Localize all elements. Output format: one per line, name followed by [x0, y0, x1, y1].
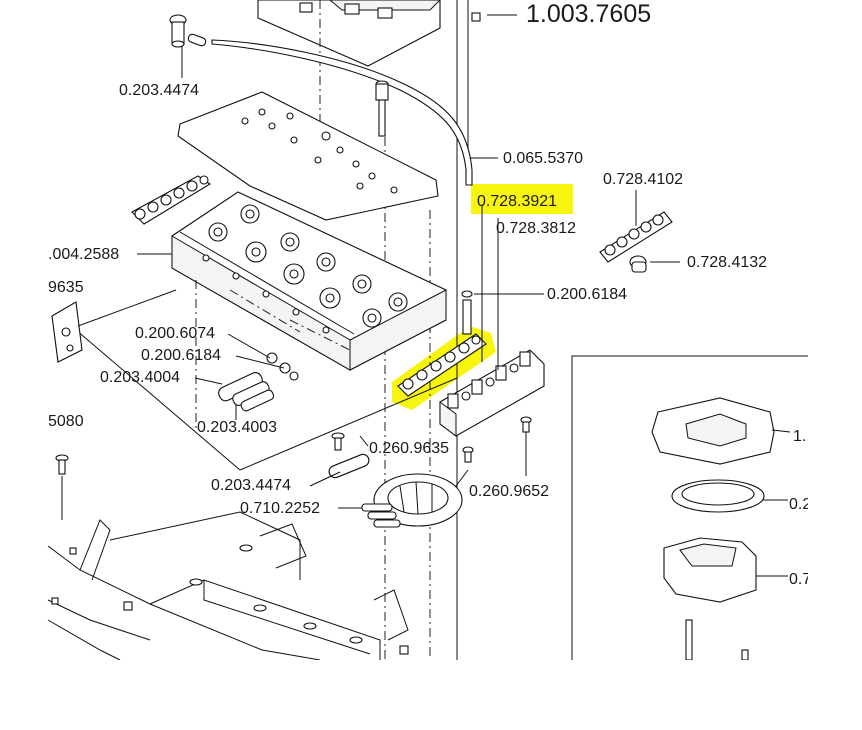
- callout-label: 0.2: [789, 496, 811, 513]
- bent-tube: [211, 39, 473, 186]
- leader-line: [194, 377, 223, 385]
- callout-label: 0.200.6184: [547, 286, 627, 303]
- leader-line: [455, 469, 469, 487]
- screw-1: [331, 432, 345, 451]
- callout-label: 0.200.6184: [141, 347, 221, 364]
- top-bolt: [169, 14, 187, 48]
- long-pin: [375, 80, 389, 137]
- main-valve-block: [171, 191, 447, 371]
- callout-label: 0.203.4004: [100, 369, 180, 386]
- callout-label: 0.065.5370: [503, 150, 583, 167]
- washer: [279, 362, 291, 374]
- slot-clip: [187, 33, 207, 47]
- leader-line: [309, 471, 341, 487]
- highlight-label-0.728.3921: [471, 184, 573, 214]
- gasket-plate-holes: [241, 108, 398, 194]
- callout-label: 1.: [793, 428, 806, 445]
- manifold-bar: [439, 349, 545, 437]
- screw-left: [55, 454, 69, 475]
- callout-label: 0.7: [789, 571, 811, 588]
- chassis-frame: [47, 511, 409, 661]
- callout-label: 9635: [48, 279, 84, 296]
- washer: [289, 371, 299, 381]
- callout-label: 0.260.9652: [469, 483, 549, 500]
- callout-label: 0.203.4474: [119, 82, 199, 99]
- callout-label: 0.728.3812: [496, 220, 576, 237]
- side-bracket: [51, 301, 83, 363]
- leader-line: [235, 355, 285, 369]
- leader-line: [771, 429, 791, 433]
- main-part-number: 1.003.7605: [526, 0, 651, 28]
- highlighted-seal-strip: [397, 333, 487, 397]
- round-connector: [361, 473, 463, 528]
- leader-line: [359, 435, 369, 447]
- slot-plate: [328, 453, 370, 479]
- screw-2: [462, 446, 474, 463]
- callout-label: 5080: [48, 413, 84, 430]
- frame-line: [239, 377, 458, 471]
- vertical-pin: [461, 290, 473, 335]
- callout-label: 0.710.2252: [240, 500, 320, 517]
- leader-line: [227, 333, 271, 359]
- frame-line: [61, 317, 241, 471]
- axis-line: [229, 289, 301, 333]
- callout-label: .004.2588: [48, 246, 119, 263]
- washer: [266, 352, 278, 364]
- gasket-plate: [177, 91, 439, 221]
- inset-detail-box: [571, 355, 808, 661]
- callout-label-highlighted: 0.728.3921: [477, 193, 557, 210]
- screw-3: [520, 416, 532, 433]
- page-right-blank: [808, 0, 862, 730]
- cylinder-pins: [218, 372, 275, 412]
- callout-label: 0.200.6074: [135, 325, 215, 342]
- square-marker-icon: [471, 12, 481, 22]
- leader-line: [77, 289, 177, 327]
- callout-label: 0.728.4132: [687, 254, 767, 271]
- callout-label: 0.728.4102: [603, 171, 683, 188]
- seal-chain-right: [599, 211, 673, 263]
- callout-label: 0.203.4003: [197, 419, 277, 436]
- callout-label: 0.260.9635: [369, 440, 449, 457]
- small-fitting: [629, 255, 647, 273]
- page-bottom-blank: [0, 660, 862, 730]
- seal-chain-left: [131, 175, 212, 225]
- callout-label: 0.203.4474: [211, 477, 291, 494]
- axis-line: [289, 319, 351, 351]
- top-valve-block: [257, 0, 441, 67]
